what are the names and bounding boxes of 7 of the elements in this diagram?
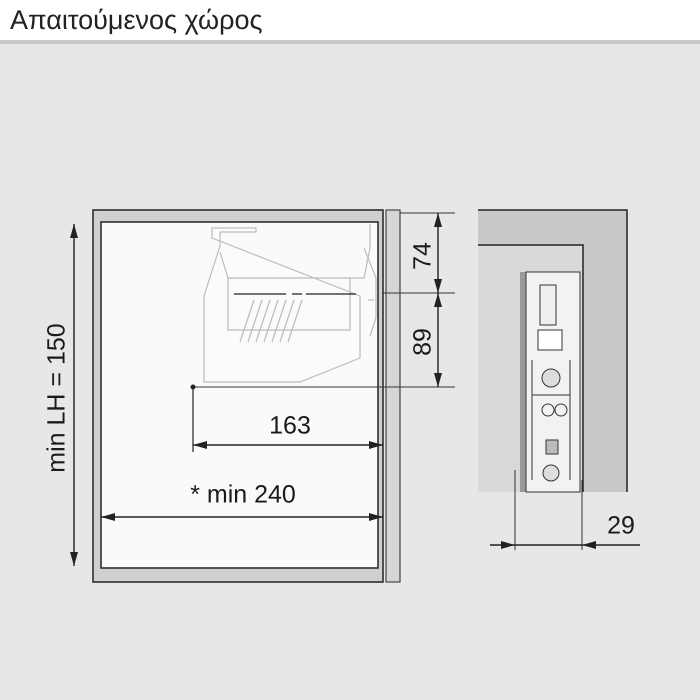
title: Απαιτούμενος χώρος xyxy=(10,4,262,36)
dimension-label: 29 xyxy=(607,514,635,538)
dimension-label: 89 xyxy=(410,328,436,356)
dimension-label: 74 xyxy=(410,242,436,270)
dimension-label: * min 240 xyxy=(190,482,296,508)
dimension-label: 163 xyxy=(269,414,311,438)
dimension-label: min LH = 150 xyxy=(44,323,70,473)
